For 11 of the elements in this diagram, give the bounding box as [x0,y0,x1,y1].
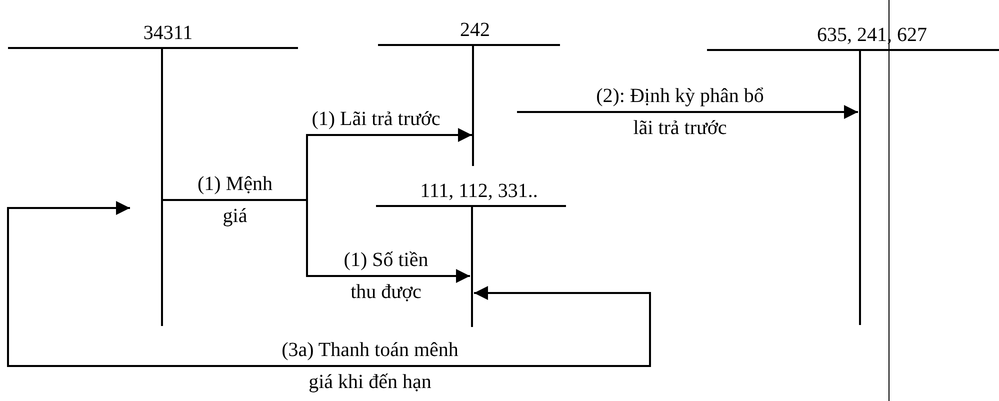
account-number: 242 [460,18,490,42]
entry-label: (1) Mệnh giá [196,172,274,229]
edge-label: (2): Định kỳ phân bổ lãi trả trước [595,84,765,141]
arrow [7,201,651,367]
account-number: 111, 112, 331.. [420,179,538,203]
edge-label: (3a) Thanh toán mênh giá khi đến hạn [280,338,460,395]
account-number: 34311 [143,21,193,45]
edge-label: (1) Lãi trả trước [310,107,442,132]
arrow [162,199,470,283]
edge-label: (1) Số tiền thu được [342,248,430,305]
arrow [517,105,858,119]
